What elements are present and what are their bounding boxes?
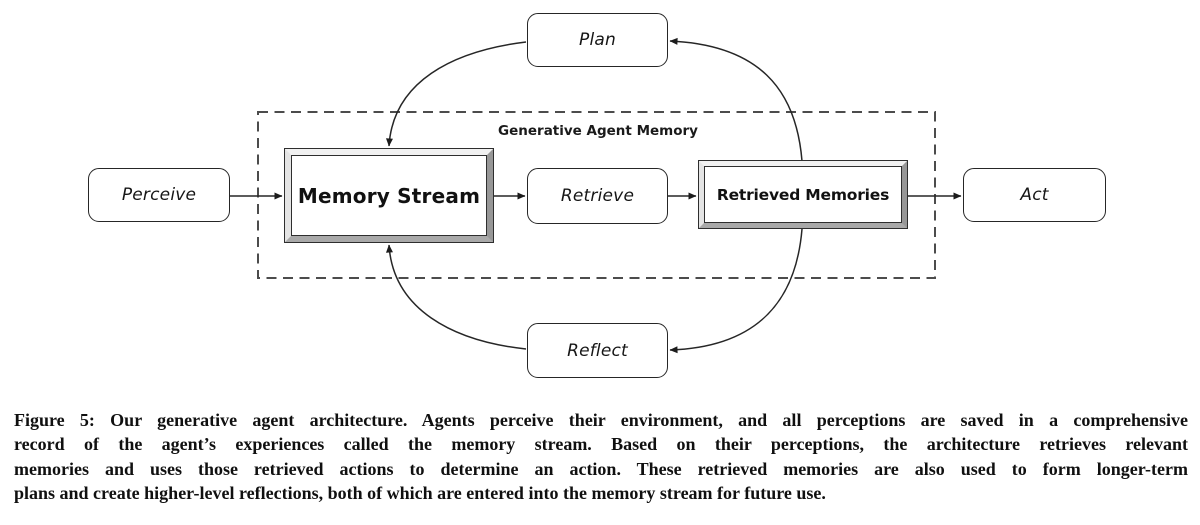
edges-layer: [230, 37, 962, 354]
figure-caption: Figure 5: Our generative agent architect…: [14, 408, 1188, 506]
memory-region-dashed-border: [257, 111, 936, 279]
edge-reflect-to-memory-stream: [385, 244, 527, 350]
caption-line: Figure 5: Our generative agent architect…: [14, 410, 1188, 430]
edge-retrieved-memories-to-reflect: [669, 228, 803, 354]
memory-region-label: Generative Agent Memory: [498, 123, 698, 139]
node-plan-label: Plan: [579, 30, 616, 50]
node-act: Act: [963, 168, 1106, 222]
caption-line: plans and create higher-level reflection…: [14, 483, 826, 504]
node-memory-stream: Memory Stream: [284, 148, 494, 243]
edge-retrieved-memories-to-plan: [669, 37, 803, 162]
node-retrieve-label: Retrieve: [560, 186, 635, 206]
retrieved-memories-bevel-frame: Retrieved Memories: [699, 161, 907, 228]
memory-stream-core: Memory Stream: [291, 155, 487, 236]
node-memory-stream-label: Memory Stream: [297, 183, 481, 208]
node-perceive: Perceive: [88, 168, 230, 222]
caption-line: memories and uses those retrieved action…: [14, 458, 1188, 479]
node-act-label: Act: [1020, 185, 1049, 205]
node-plan: Plan: [527, 13, 668, 67]
memory-stream-bevel-frame: Memory Stream: [285, 149, 493, 242]
caption-line: record of the agent’s experiences called…: [14, 434, 1188, 455]
node-retrieved-memories-label: Retrieved Memories: [716, 185, 890, 204]
retrieved-memories-core: Retrieved Memories: [704, 166, 902, 223]
node-reflect-label: Reflect: [567, 340, 628, 361]
edge-plan-to-memory-stream: [385, 41, 527, 147]
node-reflect: Reflect: [527, 323, 668, 378]
architecture-diagram: Plan Perceive Memory Stream Retrieve Ret…: [88, 13, 1106, 378]
node-perceive-label: Perceive: [121, 185, 197, 205]
node-retrieved-memories: Retrieved Memories: [698, 160, 908, 229]
node-retrieve: Retrieve: [527, 168, 668, 224]
